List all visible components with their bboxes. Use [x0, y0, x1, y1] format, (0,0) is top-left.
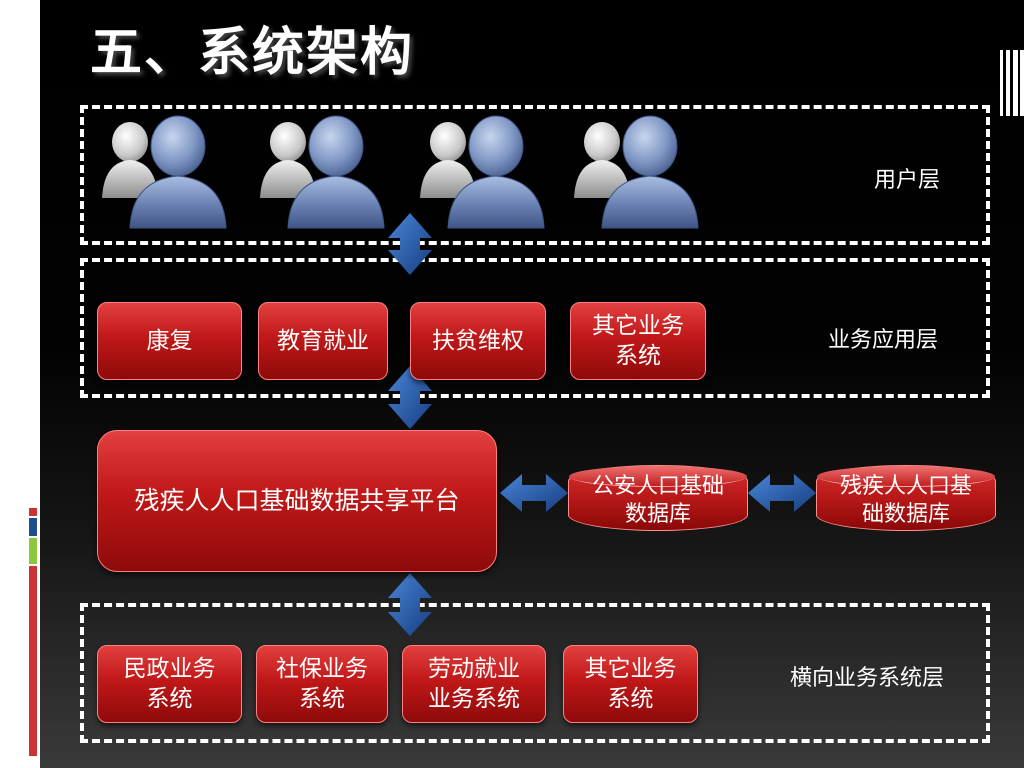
horizontal-double-arrow-icon	[748, 474, 816, 512]
user-layer-zone	[80, 105, 990, 245]
stripe-decoration	[1000, 50, 1024, 116]
database-label: 公安人口基础 数据库	[591, 474, 724, 527]
page-title: 五、系统架构	[90, 22, 415, 83]
accent-bar-red-top	[29, 508, 37, 516]
disabled-population-database[interactable]: 残疾人人口基 础数据库	[816, 465, 996, 531]
business-app-other[interactable]: 其它业务 系统	[570, 302, 706, 380]
vertical-double-arrow-icon	[388, 213, 432, 275]
user-group-icon	[259, 115, 385, 229]
police-population-database[interactable]: 公安人口基础 数据库	[568, 465, 748, 531]
vertical-double-arrow-icon	[388, 573, 432, 636]
user-layer-label: 用户层	[874, 168, 941, 193]
business-app-poverty-rights[interactable]: 扶贫维权	[410, 302, 546, 380]
user-group-icon	[419, 115, 545, 229]
data-sharing-platform[interactable]: 残疾人人口基础数据共享平台	[97, 430, 497, 572]
vertical-double-arrow-icon	[388, 366, 432, 429]
database-label: 残疾人人口基 础数据库	[839, 474, 972, 527]
horizontal-system-civil-affairs[interactable]: 民政业务 系统	[97, 645, 242, 723]
horizontal-layer-label: 横向业务系统层	[790, 666, 945, 691]
business-layer-label: 业务应用层	[828, 328, 939, 353]
horizontal-system-other[interactable]: 其它业务 系统	[563, 645, 698, 723]
accent-bar-red	[29, 566, 37, 756]
user-group-icon	[573, 115, 699, 229]
business-app-education-employment[interactable]: 教育就业	[258, 302, 388, 380]
horizontal-layer-zone	[80, 603, 990, 743]
horizontal-system-social-security[interactable]: 社保业务 系统	[256, 645, 388, 723]
business-app-rehab[interactable]: 康复	[97, 302, 242, 380]
business-layer-zone	[80, 258, 990, 398]
horizontal-double-arrow-icon	[500, 474, 568, 512]
accent-bar-blue	[29, 518, 37, 536]
horizontal-system-labor-employment[interactable]: 劳动就业 业务系统	[402, 645, 546, 723]
user-group-icon	[101, 115, 227, 229]
accent-bar-green	[29, 538, 37, 564]
